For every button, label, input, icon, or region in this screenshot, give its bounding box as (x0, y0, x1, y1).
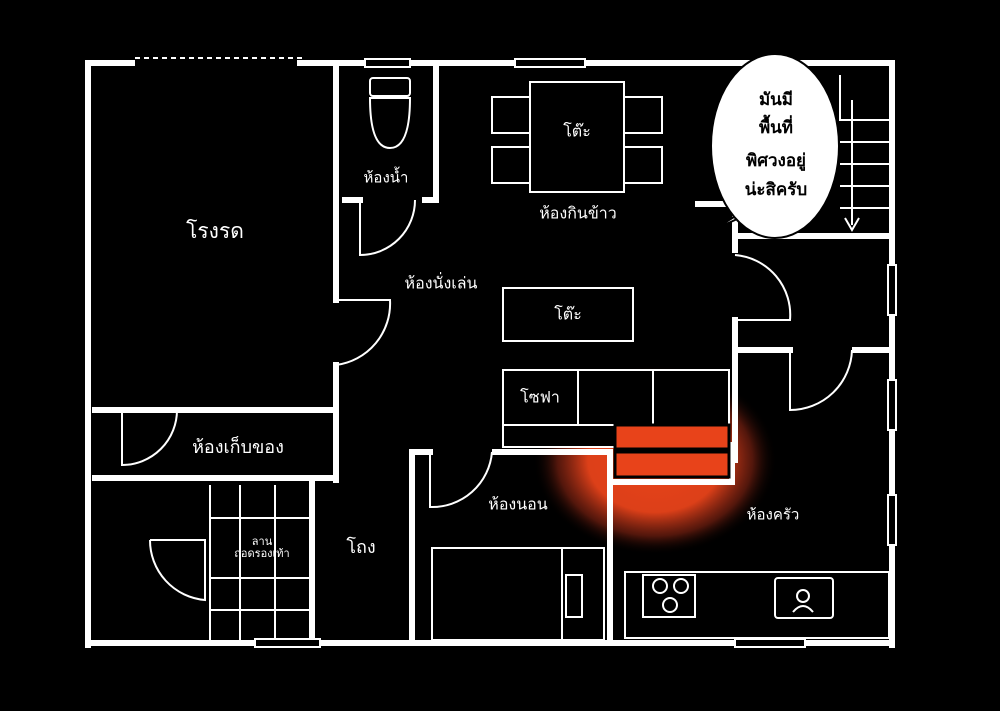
toilet-icon (368, 77, 412, 150)
room-label-garage: โรงรด (186, 219, 244, 243)
room-label-storage: ห้องเก็บของ (192, 435, 284, 458)
door-swing-icon (121, 199, 853, 602)
bubble-line-2: พื้นที่ (759, 114, 793, 138)
room-label-entrance: ลาน (252, 535, 273, 548)
room-label-entrance-sub: ถอดรองเท้า (234, 547, 289, 560)
windows (254, 58, 897, 648)
dining-table-label: โต๊ะ (563, 122, 591, 141)
bubble-line-1: มันมี (759, 89, 793, 110)
sofa-label: โซฟา (520, 388, 560, 407)
room-label-hall: โถง (346, 536, 375, 558)
room-label-dining: ห้องกินข้าว (539, 204, 617, 223)
stove-icon (642, 574, 696, 618)
bubble-line-4: น่ะสิครับ (745, 180, 807, 200)
dining-table (491, 81, 663, 193)
living-table (502, 287, 634, 342)
room-label-kitchen: ห้องครัว (747, 506, 800, 524)
entrance-tiles (209, 485, 313, 640)
bubble-line-3: พิศวงอยู่ (746, 151, 806, 172)
room-label-living: ห้องนั่งเล่น (405, 272, 478, 293)
room-label-toilet: ห้องน้ำ (364, 167, 409, 187)
room-label-bedroom: ห้องนอน (488, 495, 548, 514)
sink-icon (774, 577, 834, 619)
bed (431, 547, 605, 641)
stairs-icon (839, 75, 890, 232)
anomaly-steps (613, 423, 731, 479)
speech-bubble (710, 53, 840, 239)
living-table-label: โต๊ะ (554, 305, 582, 324)
